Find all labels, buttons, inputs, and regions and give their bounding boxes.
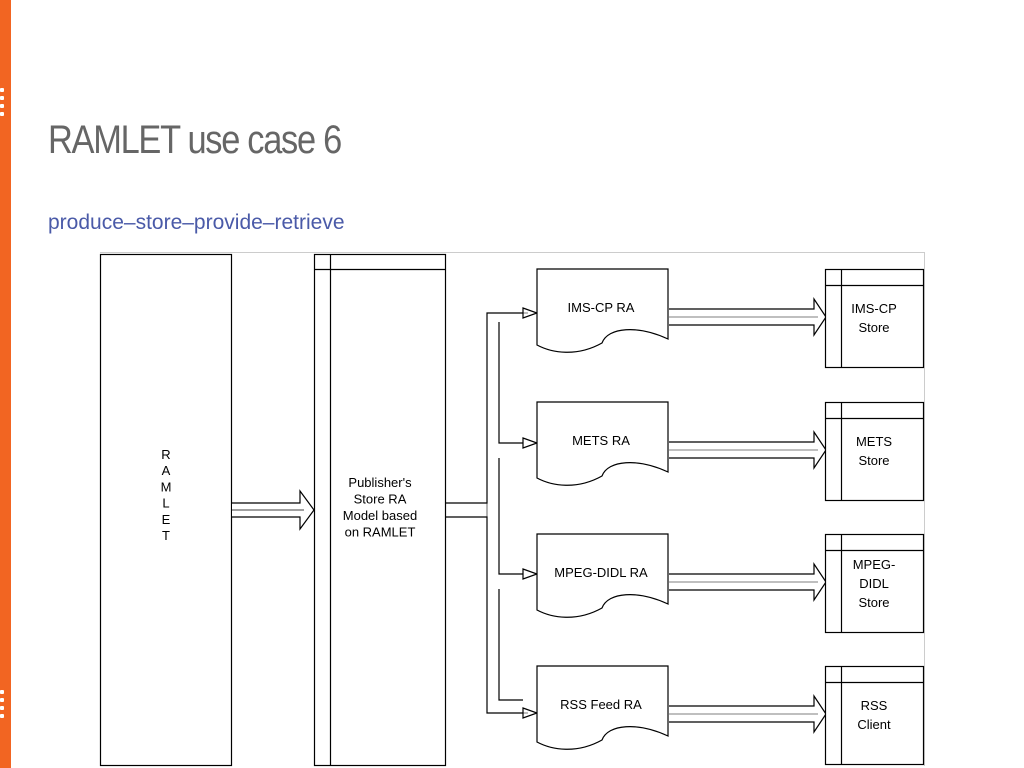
adapter-row: METS RA METS Store [522,401,925,502]
adapter-label: METS RA [572,433,630,448]
accent-side-bar [0,0,11,768]
adapter-label: IMS-CP RA [568,300,635,315]
adapter-input-arrowhead [522,437,539,449]
adapter-document-shape [536,401,669,486]
ramlet-letter: T [162,528,170,543]
store-label-line: RSS [861,698,888,713]
ramlet-letter: M [161,479,172,494]
ramlet-letter: L [162,496,169,511]
adapter-label: RSS Feed RA [560,697,642,712]
adapter-input-arrowhead [522,568,539,580]
store-label-line: Store [858,453,889,468]
side-dots-top [0,88,6,116]
adapter-row: IMS-CP RA IMS-CP Store [487,268,925,369]
adapter-label: MPEG-DIDL RA [554,565,648,580]
branch-connector [446,312,523,714]
ramlet-letters: RAMLET [161,447,172,543]
side-dots-bottom [0,690,6,718]
publisher-label-line: Publisher's [348,475,412,490]
adapter-document-shape [536,533,669,618]
publisher-label-line: Model based [343,508,417,523]
ramlet-source-block: RAMLET [99,253,233,767]
store-label-line: DIDL [859,576,889,591]
adapter-document-shape [536,268,669,353]
ramlet-letter: A [162,463,171,478]
ramlet-letter: E [162,512,171,527]
slide-subtitle: produce–store–provide–retrieve [48,211,345,234]
store-label-line: IMS-CP [851,301,897,316]
ramlet-letter: R [161,447,170,462]
store-label-line: Store [858,320,889,335]
adapter-document-shape [536,665,669,750]
store-label-line: MPEG- [853,557,896,572]
store-box [824,268,925,369]
adapter-row: MPEG-DIDL RA MPEG- DIDL Store [522,533,925,634]
publisher-label-line: Store RA [354,492,407,507]
store-label-line: Store [858,595,889,610]
store-box [824,665,925,766]
slide-title: RAMLET use case 6 [48,118,342,162]
publisher-label-line: on RAMLET [345,525,416,540]
store-label-line: Client [857,717,891,732]
store-label-line: METS [856,434,892,449]
store-box [824,401,925,502]
adapter-row: RSS Feed RA RSS Client [487,665,925,766]
